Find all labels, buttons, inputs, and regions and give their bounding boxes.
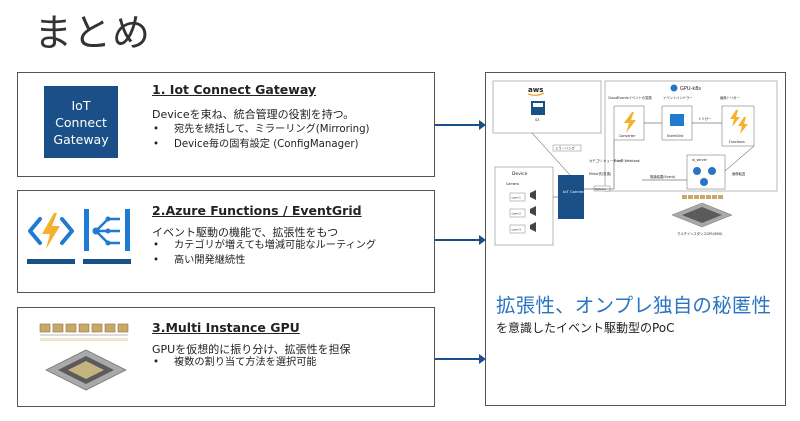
icg-box [558, 175, 584, 219]
bullet-item: 高い開発継続性 [152, 254, 376, 269]
event-webhook-label: Event Webhook [614, 159, 640, 163]
aws-box [492, 80, 602, 134]
cloudevents-label: CloudEventsイベントの変換 [608, 95, 652, 100]
card-description: GPUを仮想的に振り分け、拡張性を担保 [152, 343, 351, 356]
cam-label: cam-2 [512, 212, 521, 216]
card-bullets: カテゴリが増えても増減可能なルーティング 高い開発継続性 [152, 239, 376, 268]
recognition-trigger-label: 画像トリガー [720, 95, 740, 100]
gpu-k8s-box [604, 80, 778, 192]
device-box [494, 166, 554, 246]
image-send-label: 画像転送 [732, 171, 746, 176]
category-queue-label: カテゴリ キューイング [589, 158, 624, 163]
badge-line-3: Gateway [53, 131, 109, 147]
cam-label: cam-3 [512, 228, 521, 232]
bullet-item: カテゴリが増えても増減可能なルーティング [152, 239, 376, 254]
gpu-chip-icon [39, 323, 129, 391]
cam-label: cam-1 [512, 196, 521, 200]
summary-subtext: を意識したイベント駆動型のPoC [496, 321, 675, 335]
event-handler-label: イベントハンドラー [663, 95, 693, 100]
arrow-right-icon [435, 120, 486, 130]
bullet-item: 複数の割り当て方法を選択可能 [152, 356, 317, 371]
architecture-panel: aws S3 GPU-k8s CloudEventsイベントの変換 イベントハン… [485, 72, 786, 406]
k8s-icon [670, 84, 678, 92]
eventgrid-box [661, 105, 693, 141]
bullet-item: 宛先を統括して、ミラーリング(Mirroring) [152, 123, 370, 138]
card-description: イベント駆動の機能で、拡張性をもつ [152, 226, 339, 239]
mig-gpu-icon [671, 195, 733, 228]
card-azure-functions-eventgrid: 2.Azure Functions / EventGrid イベント駆動の機能で… [17, 190, 435, 293]
card-description: Deviceを束ね、統合管理の役割を持つ。 [152, 108, 355, 121]
bullet-item: Device毎の固有設定 (ConfigManager) [152, 138, 370, 153]
camera-label: Camera [506, 182, 519, 186]
architecture-diagram: aws S3 GPU-k8s CloudEventsイベントの変換 イベントハン… [492, 80, 778, 246]
mirroring-label: ミラーリング [555, 146, 575, 151]
azure-functions-icon [27, 213, 75, 264]
card-bullets: 複数の割り当て方法を選択可能 [152, 356, 317, 371]
gpu-k8s-label: GPU-k8s [680, 86, 701, 92]
page-title: まとめ [34, 11, 152, 55]
converter-label: Converter [619, 134, 636, 138]
device-label: Device [512, 171, 528, 177]
card-title: 3.Multi Instance GPU [152, 320, 300, 335]
s3-label: S3 [535, 118, 539, 122]
summary-heading: 拡張性、オンプレ独自の秘匿性 [496, 294, 772, 317]
icg-label: IoT Connect Gateway [563, 189, 604, 194]
trigger-label: トリガー [698, 116, 711, 121]
result-post-label: 推論結果(Event) [650, 174, 675, 179]
functions-label: Functions [729, 140, 745, 144]
card-title: 1. Iot Connect Gateway [152, 82, 317, 97]
mirror-label: Mirror先(変換) [589, 171, 611, 176]
arrow-right-icon [435, 354, 486, 364]
badge-line-1: IoT [71, 97, 91, 113]
event-grid-icon [83, 209, 131, 264]
badge-line-2: Connect [55, 114, 107, 130]
card-iot-connect-gateway: IoT Connect Gateway 1. Iot Connect Gatew… [17, 72, 435, 177]
eventgrid-label: EventGrid [667, 134, 683, 138]
aws-label: aws [528, 86, 543, 94]
camera-icon [530, 190, 536, 232]
aws-smile-icon [527, 92, 545, 96]
card-title: 2.Azure Functions / EventGrid [152, 203, 362, 218]
arrow-right-icon [435, 235, 486, 245]
gpu-caption: マルチインスタンスGPU(MIG) [677, 231, 722, 236]
ai-server-label: ai_server [692, 158, 708, 162]
iot-connect-gateway-logo: IoT Connect Gateway [44, 86, 118, 158]
card-bullets: 宛先を統括して、ミラーリング(Mirroring) Device毎の固有設定 (… [152, 123, 370, 152]
card-multi-instance-gpu: 3.Multi Instance GPU GPUを仮想的に振り分け、拡張性を担保… [17, 307, 435, 407]
